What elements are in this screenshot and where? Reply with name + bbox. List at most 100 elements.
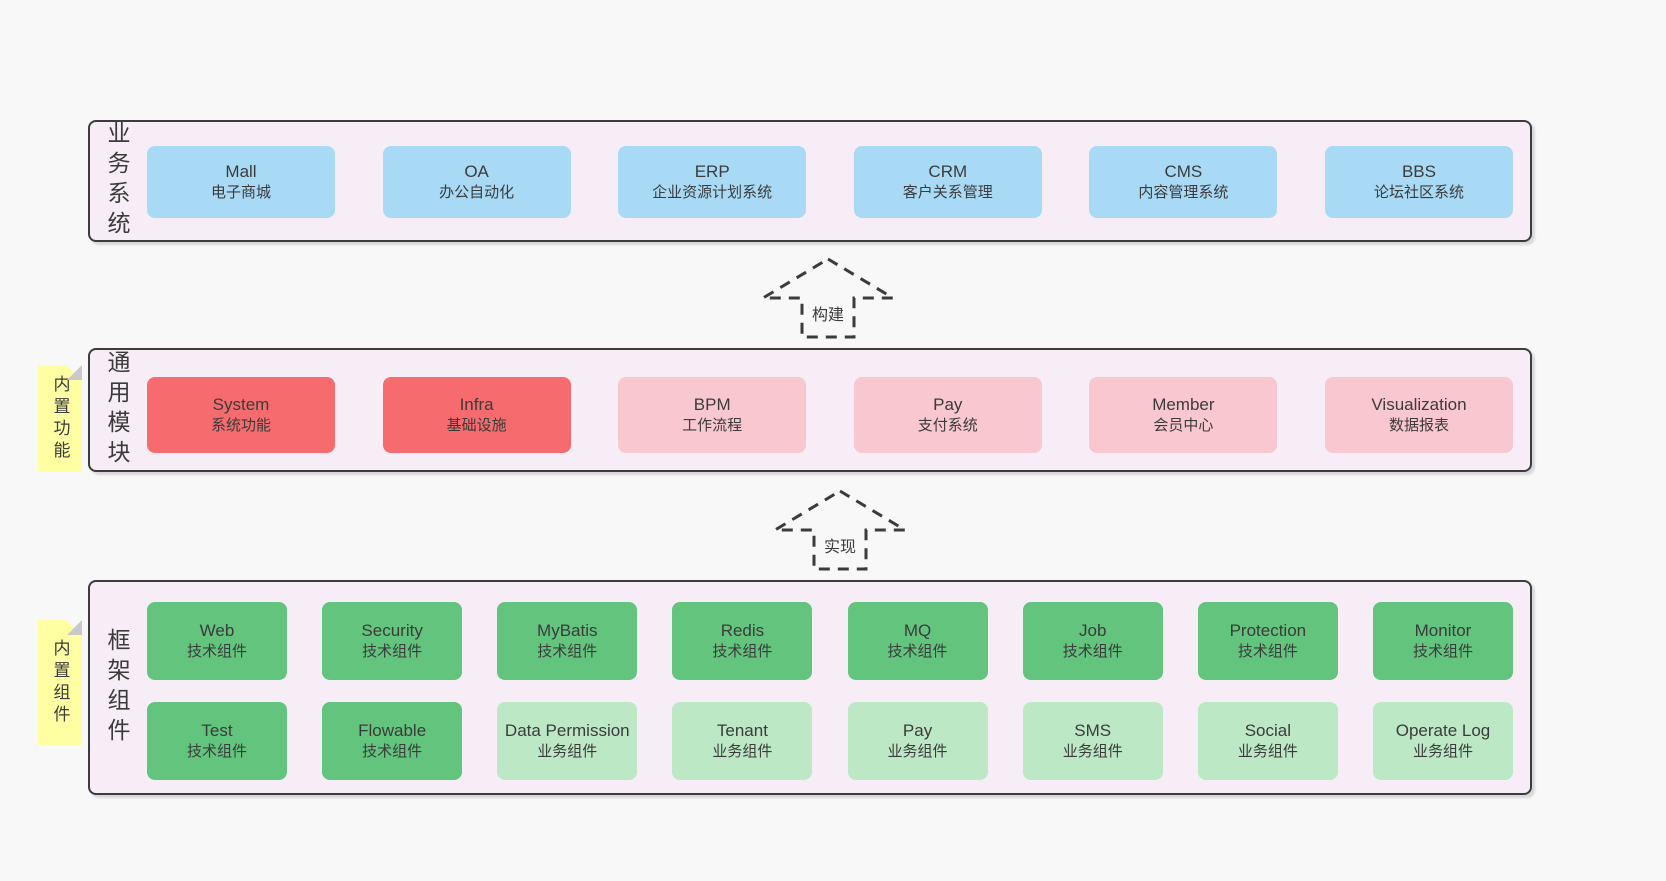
node-desc: 技术组件: [362, 643, 423, 661]
node-name: MyBatis: [537, 620, 598, 640]
node-desc: 论坛社区系统: [1373, 184, 1464, 202]
node-name: Flowable: [358, 720, 427, 740]
node-data-permission: Data Permission 业务组件: [497, 702, 638, 780]
sticky-note-builtin-features: 内置功能: [38, 365, 82, 472]
node-desc: 业务组件: [537, 743, 598, 761]
node-desc: 数据报表: [1388, 417, 1449, 435]
node-bpm: BPM 工作流程: [618, 377, 807, 453]
node-name: Redis: [720, 620, 765, 640]
node-desc: 业务组件: [1062, 743, 1123, 761]
node-job: Job 技术组件: [1022, 602, 1163, 680]
node-name: Pay: [933, 394, 963, 414]
node-member: Member 会员中心: [1089, 377, 1278, 453]
node-infra: Infra 基础设施: [382, 377, 571, 453]
node-redis: Redis 技术组件: [672, 602, 813, 680]
node-crm: CRM 客户关系管理: [853, 146, 1042, 218]
node-pay: Pay 支付系统: [853, 377, 1042, 453]
node-desc: 基础设施: [446, 417, 507, 435]
node-name: Operate Log: [1395, 720, 1491, 740]
node-desc: 企业资源计划系统: [652, 184, 773, 202]
layer-common-modules-label: 通用模块: [104, 350, 130, 470]
node-cms: CMS 内容管理系统: [1089, 146, 1278, 218]
node-system: System 系统功能: [147, 377, 335, 453]
node-desc: 内容管理系统: [1138, 184, 1229, 202]
node-flowable: Flowable 技术组件: [322, 702, 463, 780]
node-test: Test 技术组件: [147, 702, 287, 780]
node-erp: ERP 企业资源计划系统: [618, 146, 807, 218]
node-mall: Mall 电子商城: [147, 146, 335, 218]
folded-corner-icon: [67, 365, 82, 380]
node-name: Data Permission: [504, 720, 630, 740]
node-oa: OA 办公自动化: [382, 146, 571, 218]
node-name: Protection: [1229, 620, 1307, 640]
node-desc: 技术组件: [887, 643, 948, 661]
node-name: Job: [1078, 620, 1107, 640]
node-bbs: BBS 论坛社区系统: [1324, 146, 1513, 218]
node-name: OA: [464, 161, 489, 181]
node-desc: 办公自动化: [439, 184, 515, 202]
node-name: MQ: [903, 620, 932, 640]
node-name: Monitor: [1414, 620, 1472, 640]
node-desc: 系统功能: [210, 417, 271, 435]
node-mq: MQ 技术组件: [847, 602, 988, 680]
node-social: Social 业务组件: [1197, 702, 1338, 780]
node-desc: 技术组件: [1412, 643, 1473, 661]
node-name: Web: [199, 620, 235, 640]
node-name: Security: [361, 620, 423, 640]
node-desc: 会员中心: [1153, 417, 1214, 435]
arrow-build: 构建: [760, 256, 896, 340]
sticky-note-builtin-components: 内置组件: [38, 620, 82, 745]
node-desc: 业务组件: [1237, 743, 1298, 761]
node-name: SMS: [1074, 720, 1112, 740]
arrow-implement-label: 实现: [820, 532, 860, 558]
node-tenant: Tenant 业务组件: [672, 702, 813, 780]
node-desc: 技术组件: [537, 643, 598, 661]
node-desc: 支付系统: [917, 417, 978, 435]
node-operate-log: Operate Log 业务组件: [1372, 702, 1513, 780]
layer-business-systems-label: 业务系统: [104, 121, 130, 241]
layer-framework-components-label: 框架组件: [104, 627, 130, 748]
business-systems-boxes: Mall 电子商城 OA 办公自动化 ERP 企业资源计划系统 CRM 客户关系…: [147, 146, 1513, 218]
node-name: Member: [1152, 394, 1215, 414]
node-desc: 技术组件: [1237, 643, 1298, 661]
sticky-note-text: 内置功能: [50, 374, 70, 463]
node-protection: Protection 技术组件: [1197, 602, 1338, 680]
framework-components-row-1: Web 技术组件 Security 技术组件 MyBatis 技术组件 Redi…: [147, 602, 1513, 680]
node-name: Test: [201, 720, 233, 740]
sticky-note-text: 内置组件: [50, 638, 70, 727]
common-modules-boxes: System 系统功能 Infra 基础设施 BPM 工作流程 Pay 支付系统…: [147, 377, 1513, 453]
dashed-up-arrow-icon: [760, 257, 896, 339]
node-name: CMS: [1164, 161, 1203, 181]
node-desc: 工作流程: [682, 417, 743, 435]
node-mybatis: MyBatis 技术组件: [497, 602, 638, 680]
node-name: Infra: [459, 394, 494, 414]
arrow-build-label: 构建: [808, 300, 848, 326]
node-sms: SMS 业务组件: [1022, 702, 1163, 780]
node-name: CRM: [928, 161, 968, 181]
framework-components-rows: Web 技术组件 Security 技术组件 MyBatis 技术组件 Redi…: [147, 602, 1513, 780]
node-desc: 技术组件: [186, 743, 247, 761]
node-name: ERP: [694, 161, 730, 181]
node-name: Mall: [225, 161, 257, 181]
node-desc: 业务组件: [887, 743, 948, 761]
node-pay-component: Pay 业务组件: [847, 702, 988, 780]
node-desc: 技术组件: [186, 643, 247, 661]
node-name: System: [212, 394, 270, 414]
node-name: Tenant: [716, 720, 768, 740]
node-desc: 技术组件: [1062, 643, 1123, 661]
node-name: Social: [1244, 720, 1291, 740]
node-name: BBS: [1401, 161, 1436, 181]
node-desc: 电子商城: [210, 184, 271, 202]
node-monitor: Monitor 技术组件: [1372, 602, 1513, 680]
node-name: BPM: [693, 394, 731, 414]
node-desc: 技术组件: [362, 743, 423, 761]
arrow-implement: 实现: [772, 488, 908, 572]
dashed-up-arrow-icon: [772, 489, 908, 571]
node-name: Visualization: [1371, 394, 1467, 414]
node-desc: 客户关系管理: [902, 184, 993, 202]
node-desc: 技术组件: [712, 643, 773, 661]
node-web: Web 技术组件: [147, 602, 287, 680]
node-security: Security 技术组件: [322, 602, 463, 680]
layer-business-systems: 业务系统 Mall 电子商城 OA 办公自动化 ERP 企业资源计划系统 CRM…: [88, 120, 1532, 242]
